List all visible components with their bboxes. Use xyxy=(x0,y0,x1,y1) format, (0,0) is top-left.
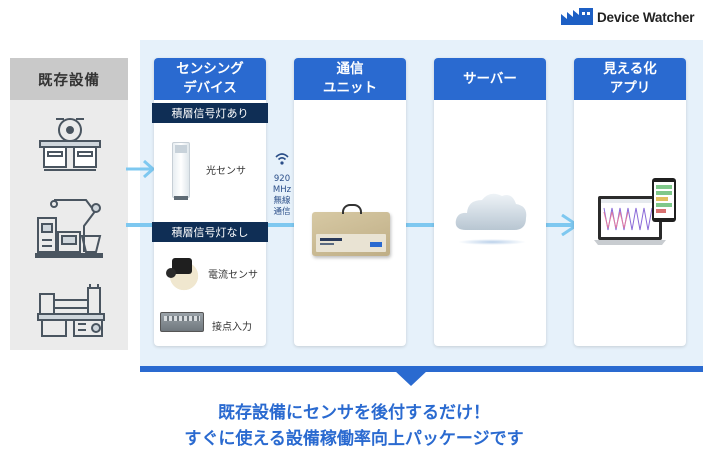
dashboard-devices-image xyxy=(594,178,676,245)
existing-equipment-panel xyxy=(10,58,128,350)
down-arrow-icon xyxy=(394,370,428,386)
flow-arrow-top xyxy=(126,159,156,179)
current-sensor-image xyxy=(162,254,206,294)
current-sensor-label: 電流センサ xyxy=(208,270,258,281)
brand-name: Device Watcher xyxy=(597,9,695,25)
contact-input-image xyxy=(160,312,204,332)
comm-unit-column: 通信 ユニット xyxy=(294,58,406,346)
wifi-icon xyxy=(275,153,289,165)
factory-icon xyxy=(561,8,593,25)
signal-light-absent-label: 積層信号灯なし xyxy=(152,222,268,242)
contact-input-label: 接点入力 xyxy=(212,322,252,333)
light-sensor-label: 光センサ xyxy=(206,166,246,177)
wireless-frequency-label: 920 MHz 無線 通信 xyxy=(272,174,292,217)
server-title: サーバー xyxy=(434,58,546,100)
sensing-device-column: センシング デバイス xyxy=(154,58,266,346)
brand-logo: Device Watcher xyxy=(560,6,702,28)
light-sensor-image xyxy=(172,142,190,200)
sensing-device-title: センシング デバイス xyxy=(154,58,266,100)
comm-unit-image xyxy=(312,204,392,258)
signal-light-present-label: 積層信号灯あり xyxy=(152,103,268,123)
lathe-machine-icon xyxy=(37,284,105,337)
existing-equipment-title: 既存設備 xyxy=(10,58,128,100)
cloud-icon xyxy=(455,193,527,245)
visualization-app-title: 見える化 アプリ xyxy=(574,58,686,100)
robot-arm-machine-icon xyxy=(35,199,103,258)
comm-unit-title: 通信 ユニット xyxy=(294,58,406,100)
tagline-line2: すぐに使える設備稼働率向上パッケージです xyxy=(184,429,524,449)
tagline-line1: 既存設備にセンサを後付するだけ！ xyxy=(218,403,490,423)
bottom-bar xyxy=(140,366,703,372)
saw-machine-icon xyxy=(39,118,101,171)
